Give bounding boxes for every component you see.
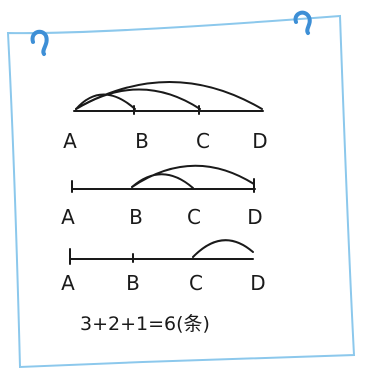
label-c: C xyxy=(189,271,203,295)
label-a: A xyxy=(61,205,75,229)
label-c: C xyxy=(196,129,210,153)
label-d: D xyxy=(252,129,267,153)
label-b: B xyxy=(129,205,143,229)
label-a: A xyxy=(63,129,77,153)
label-c: C xyxy=(187,205,201,229)
label-b: B xyxy=(126,271,140,295)
label-a: A xyxy=(61,271,75,295)
equation-text: 3+2+1=6(条) xyxy=(80,313,210,335)
label-d: D xyxy=(247,205,262,229)
label-d: D xyxy=(250,271,265,295)
label-b: B xyxy=(135,129,149,153)
